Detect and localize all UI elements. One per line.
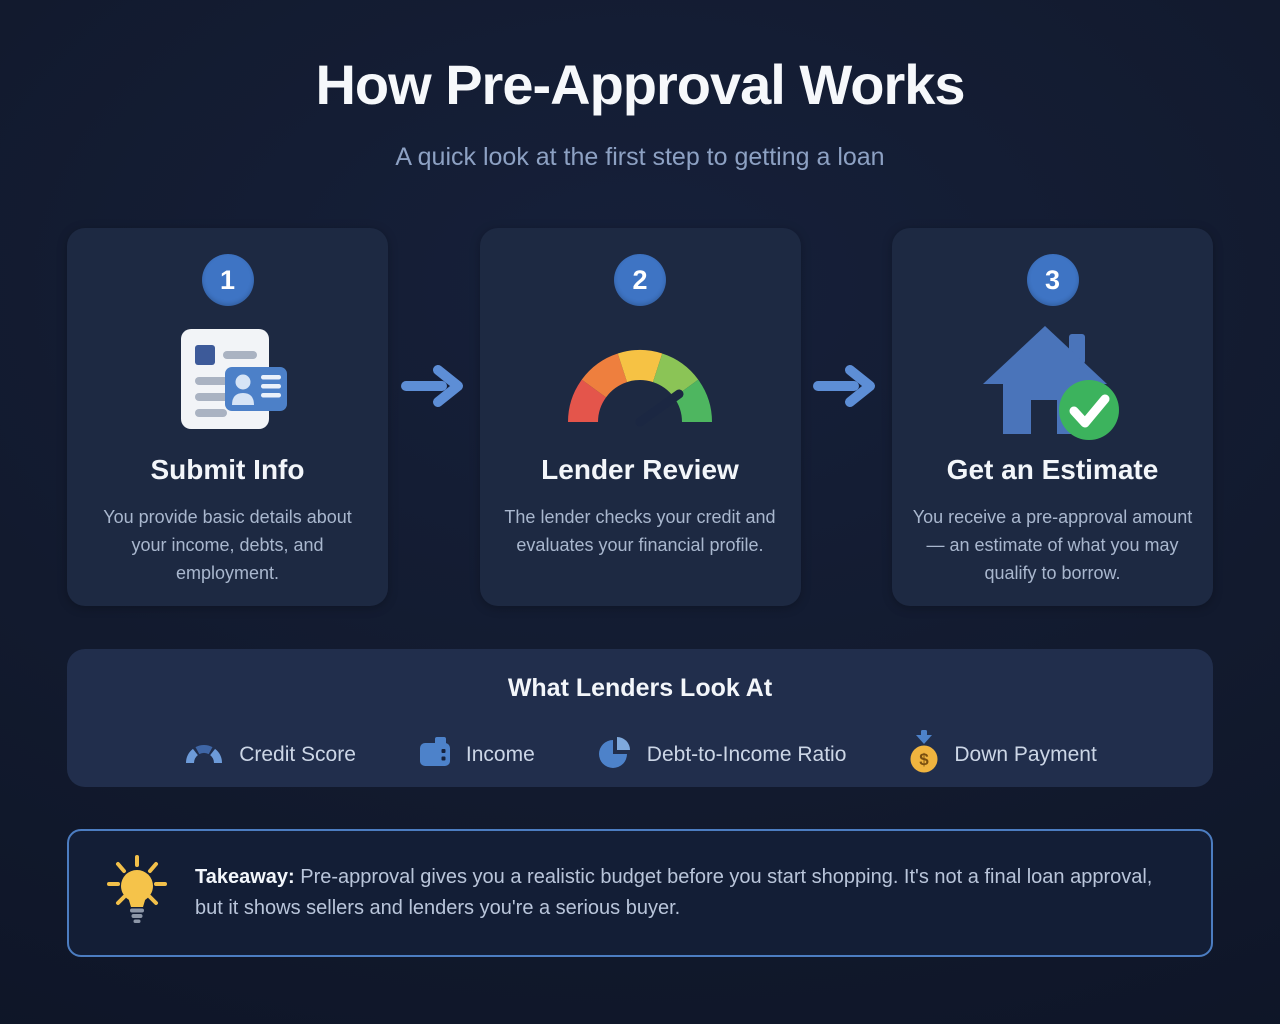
page-subtitle: A quick look at the first step to gettin… xyxy=(395,143,885,171)
step-number-badge: 1 xyxy=(201,254,254,306)
wallet-icon xyxy=(418,736,452,773)
lender-item-label: Down Payment xyxy=(954,742,1097,766)
lenders-panel: What Lenders Look At Credit Score xyxy=(67,649,1213,787)
takeaway-box: Takeaway: Pre-approval gives you a reali… xyxy=(67,829,1213,957)
header: How Pre-Approval Works A quick look at t… xyxy=(0,0,1280,172)
step-card-get-estimate: 3 Get an Estimate You receive a pre-appr… xyxy=(892,228,1213,606)
credit-gauge-icon xyxy=(500,320,781,442)
lenders-title: What Lenders Look At xyxy=(507,674,773,702)
money-bag-icon: $ xyxy=(908,730,940,779)
pie-chart-icon xyxy=(597,734,633,775)
house-check-icon xyxy=(912,320,1193,442)
step-title: Submit Info xyxy=(150,454,305,485)
takeaway-label: Takeaway: xyxy=(195,866,295,888)
page-title: How Pre-Approval Works xyxy=(315,53,965,116)
steps-row: 1 Submit Info You provid xyxy=(67,228,1213,606)
arrow-right-icon xyxy=(810,362,882,410)
gauge-arc-icon xyxy=(183,739,225,771)
step-number-badge: 3 xyxy=(1026,254,1079,306)
document-id-card-icon xyxy=(87,320,368,442)
lender-item-label: Income xyxy=(465,742,535,766)
lender-item-credit-score: Credit Score xyxy=(183,739,356,771)
step-number-badge: 2 xyxy=(614,254,666,306)
lender-item-label: Debt-to-Income Ratio xyxy=(646,742,847,766)
lender-items-row: Credit Score Income xyxy=(67,730,1213,779)
lightbulb-icon xyxy=(105,854,169,932)
step-description: You receive a pre-approval amount — an e… xyxy=(912,507,1193,583)
lender-item-income: Income xyxy=(418,736,535,773)
step-description: You provide basic details about your inc… xyxy=(103,507,352,583)
lender-item-dti: Debt-to-Income Ratio xyxy=(597,734,847,775)
arrow-right-icon xyxy=(398,362,470,410)
lender-item-down-payment: $ Down Payment xyxy=(908,730,1097,779)
step-description: The lender checks your credit and evalua… xyxy=(504,507,776,555)
step-title: Lender Review xyxy=(541,454,739,485)
step-title: Get an Estimate xyxy=(946,454,1159,485)
step-card-submit-info: 1 Submit Info You provid xyxy=(67,228,388,606)
lender-item-label: Credit Score xyxy=(239,742,356,766)
step-card-lender-review: 2 Lender Review The lender checks your c… xyxy=(479,228,801,606)
svg-text:$: $ xyxy=(920,750,930,769)
takeaway-text: Takeaway: Pre-approval gives you a reali… xyxy=(195,862,1177,924)
takeaway-body: Pre-approval gives you a realistic budge… xyxy=(195,866,1153,919)
